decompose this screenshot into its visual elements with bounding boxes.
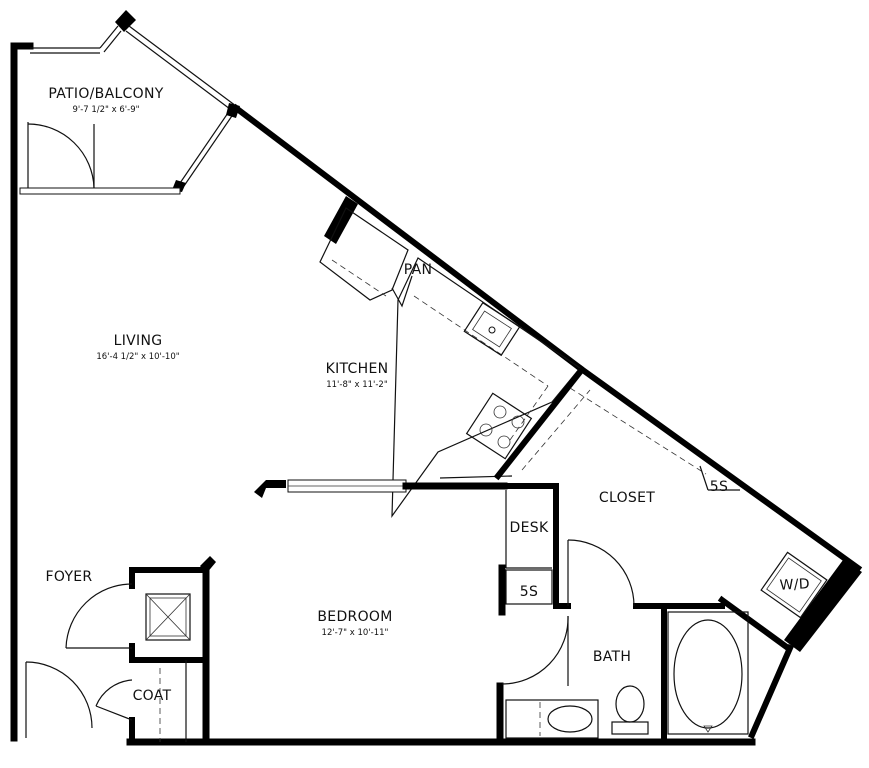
kitchen-label: KITCHEN [326, 361, 389, 377]
exterior-walls [10, 42, 863, 746]
room-labels: PATIO/BALCONY 9'-7 1/2" x 6'-9" LIVING 1… [46, 86, 811, 704]
interior-walls [129, 367, 793, 746]
bath-fixtures [505, 611, 749, 739]
desk-label: DESK [510, 520, 549, 536]
patio-balcony [19, 10, 240, 195]
kitchen-dims: 11'-8" x 11'-2" [326, 380, 388, 390]
doors [25, 539, 635, 738]
coat-label: COAT [133, 688, 172, 704]
misc-fixtures [145, 551, 828, 641]
bedroom-label: BEDROOM [317, 609, 392, 625]
washer-dryer-label: W/D [779, 576, 810, 594]
foyer-label: FOYER [46, 569, 93, 585]
kitchen-fixtures [319, 196, 581, 518]
bedroom-shelf-label: 5S [520, 584, 538, 600]
pantry-label: PAN [404, 262, 433, 278]
living-label: LIVING [114, 333, 163, 349]
patio-label: PATIO/BALCONY [48, 86, 163, 102]
closet-shelf-label: 5S [710, 479, 728, 495]
living-dims: 16'-4 1/2" x 10'-10" [96, 352, 179, 362]
bath-label: BATH [593, 649, 631, 665]
bedroom-dims: 12'-7" x 10'-11" [322, 628, 389, 638]
closet-label: CLOSET [599, 490, 655, 506]
patio-dims: 9'-7 1/2" x 6'-9" [72, 105, 139, 115]
